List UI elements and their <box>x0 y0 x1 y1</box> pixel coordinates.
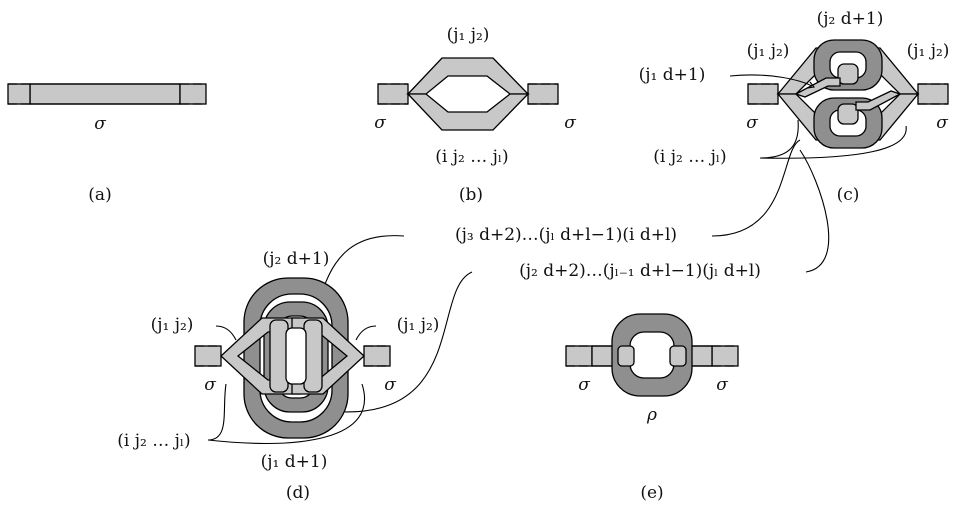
label-c-top: (j₂ d+1) <box>817 9 884 29</box>
label-d-bottom: (j₁ d+1) <box>261 452 328 472</box>
label-shared-lower: (j₂ d+2)…(jₗ₋₁ d+l−1)(jₗ d+l) <box>519 261 761 281</box>
arrow-d-bottom-left-1 <box>207 383 227 441</box>
label-d-bottom-left: (i j₂ … jₗ) <box>117 431 190 451</box>
label-d-left: (j₁ j₂) <box>151 315 194 335</box>
link-c-lower <box>837 103 859 125</box>
label-c-left: (j₁ j₂) <box>747 41 790 61</box>
sigma-a: σ <box>94 114 106 134</box>
arrow-d-bottom-left-2 <box>207 383 365 444</box>
shared-labels: (j₃ d+2)…(jₗ d+l−1)(i d+l) (j₂ d+2)…(jₗ₋… <box>317 139 830 413</box>
label-shared-upper: (j₃ d+2)…(jₗ d+l−1)(i d+l) <box>455 225 677 245</box>
sigma-b-left: σ <box>374 113 386 133</box>
band-b-upper <box>406 57 530 95</box>
band-b-lower <box>406 93 530 131</box>
label-b-bottom: (i j₂ … jₗ) <box>435 147 508 167</box>
sigma-c-right: σ <box>936 113 948 133</box>
panel-c: (j₂ d+1) (j₁ j₂) (j₁ j₂) (j₁ d+1) (i j₂ … <box>639 9 950 205</box>
link-d-right <box>303 319 323 393</box>
rho-e: ρ <box>646 405 657 425</box>
label-c-mid: (j₁ d+1) <box>639 65 706 85</box>
link-c-upper <box>837 63 859 85</box>
sigma-e-right: σ <box>716 375 728 395</box>
sigma-d-right: σ <box>384 375 396 395</box>
arrow-c-bottom-right <box>759 125 907 159</box>
arrow-c-mid <box>729 74 813 87</box>
band-d-right <box>291 317 365 395</box>
panel-b: (j₁ j₂) (i j₂ … jₗ) σ σ (b) <box>374 25 576 205</box>
arrow-c-bottom-left <box>759 119 799 159</box>
arrow-shared-lower-c <box>799 149 830 273</box>
label-c-bottom: (i j₂ … jₗ) <box>653 147 726 167</box>
caption-d: (d) <box>286 483 310 503</box>
sigma-d-left: σ <box>204 375 216 395</box>
sigma-e-left: σ <box>578 375 590 395</box>
caption-a: (a) <box>88 185 111 205</box>
arrow-shared-lower-d <box>319 271 473 413</box>
sigma-b-right: σ <box>564 113 576 133</box>
label-d-top: (j₂ d+1) <box>263 249 330 269</box>
link-d-left <box>269 319 289 393</box>
caption-e: (e) <box>640 483 663 503</box>
panel-a: σ (a) <box>7 83 207 205</box>
panel-d: (j₂ d+1) (j₁ j₂) (j₁ j₂) σ σ (i j₂ … jₗ)… <box>117 249 439 503</box>
arrow-shared-upper-c <box>711 139 801 237</box>
caption-c: (c) <box>837 185 860 205</box>
arrow-d-left <box>215 325 237 341</box>
label-d-right: (j₁ j₂) <box>397 315 440 335</box>
sigma-c-left: σ <box>746 113 758 133</box>
label-b-top: (j₁ j₂) <box>447 25 490 45</box>
caption-b: (b) <box>459 185 483 205</box>
band-a <box>29 83 181 105</box>
arrow-d-right <box>355 325 377 341</box>
panel-e: σ σ ρ (e) <box>565 313 739 503</box>
label-c-right: (j₁ j₂) <box>907 41 950 61</box>
